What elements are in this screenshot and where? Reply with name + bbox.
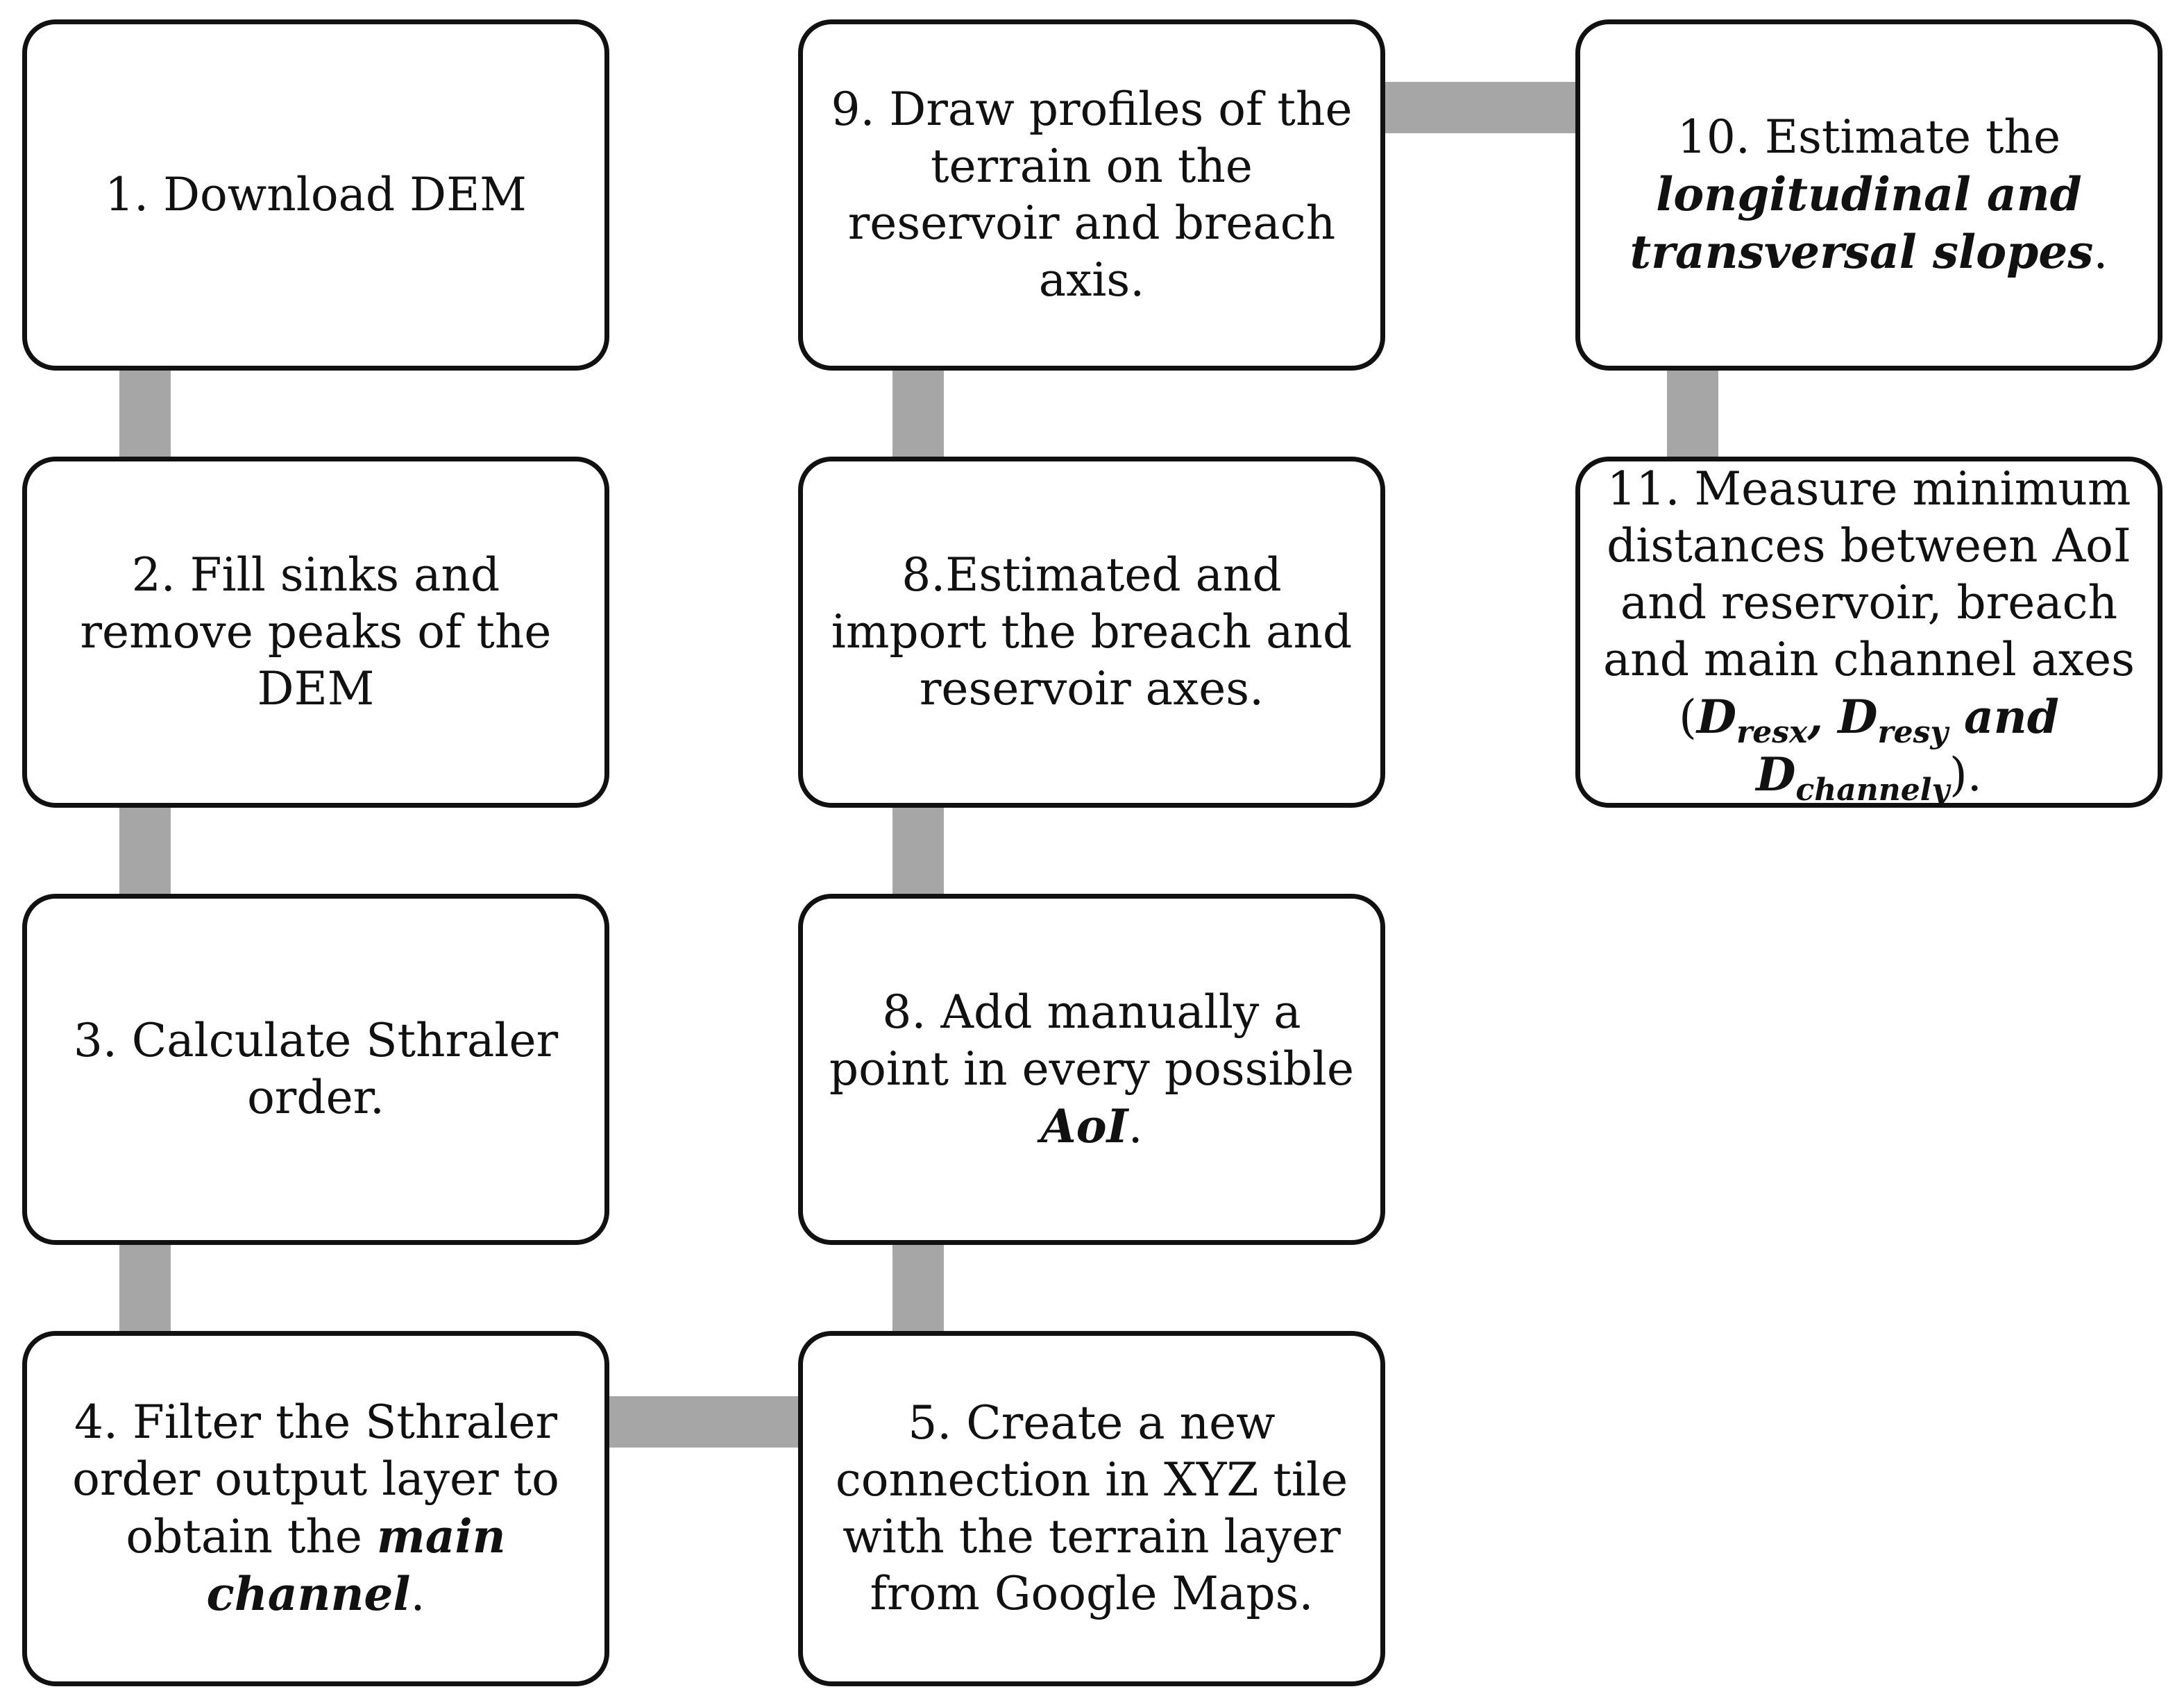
step-8b-text: 8.Estimated and import the breach and re… (831, 548, 1353, 715)
step-4-box: 4. Filter the Sthraler order output laye… (22, 1331, 609, 1686)
connector-10-11 (1667, 368, 1718, 459)
step-11-box: 11. Measure minimum distances between Ao… (1575, 457, 2162, 808)
connector-5-8a (892, 1242, 944, 1334)
step-11-var-d3-sub: channely (1795, 772, 1950, 808)
step-2-box: 2. Fill sinks and remove peaks of the DE… (22, 457, 609, 808)
connector-8b-9 (892, 368, 944, 459)
step-4-text-pre: 4. Filter the Sthraler order output laye… (72, 1396, 559, 1563)
step-8b-box: 8.Estimated and import the breach and re… (798, 457, 1385, 808)
step-5-box: 5. Create a new connection in XYZ tile w… (798, 1331, 1385, 1686)
step-8a-text-pre: 8. Add manually a point in every possibl… (829, 985, 1355, 1096)
step-11-text-pre: 11. Measure minimum distances between Ao… (1602, 462, 2135, 744)
step-10-emphasis: longitudinal and transversal slopes (1629, 167, 2094, 279)
step-8a-box: 8. Add manually a point in every possibl… (798, 894, 1385, 1245)
step-10-text: 10. Estimate the longitudinal and transv… (1600, 109, 2138, 281)
step-1-box: 1. Download DEM (22, 19, 609, 371)
step-1-text: 1. Download DEM (105, 168, 527, 221)
connector-1-2 (119, 368, 171, 459)
connector-9-10 (1381, 82, 1575, 133)
step-11-var-d2: D (1838, 690, 1878, 744)
step-11-var-d1-sub: resx (1736, 715, 1808, 751)
step-11-var-d3: D (1756, 747, 1796, 801)
step-8a-text: 8. Add manually a point in every possibl… (822, 984, 1361, 1155)
connector-3-4 (119, 1242, 171, 1334)
step-3-text: 3. Calculate Sthraler order. (73, 1014, 559, 1124)
step-11-text-post: ). (1949, 748, 1982, 801)
step-4-emphasis: main channel (206, 1509, 506, 1621)
step-3-box: 3. Calculate Sthraler order. (22, 894, 609, 1245)
step-11-text: 11. Measure minimum distances between Ao… (1600, 461, 2138, 806)
step-4-text-post: . (410, 1568, 425, 1621)
connector-8a-8b (892, 805, 944, 897)
step-5-text: 5. Create a new connection in XYZ tile w… (835, 1396, 1348, 1620)
step-9-box: 9. Draw profiles of the terrain on the r… (798, 19, 1385, 371)
step-11-var-d2-sub: resy (1877, 715, 1948, 751)
step-10-text-pre: 10. Estimate the (1677, 110, 2061, 164)
step-10-box: 10. Estimate the longitudinal and transv… (1575, 19, 2162, 371)
step-10-text-post: . (2093, 226, 2108, 279)
connector-4-5 (608, 1396, 802, 1448)
step-11-var-d1: D (1696, 690, 1737, 744)
step-9-text: 9. Draw profiles of the terrain on the r… (831, 83, 1353, 307)
step-8a-emphasis: AoI (1040, 1099, 1128, 1153)
step-11-sep2: and (1948, 690, 2059, 744)
step-11-sep1: , (1807, 690, 1824, 744)
step-2-text: 2. Fill sinks and remove peaks of the DE… (80, 548, 552, 715)
step-8a-text-post: . (1128, 1099, 1143, 1153)
step-4-text: 4. Filter the Sthraler order output laye… (46, 1394, 585, 1623)
connector-2-3 (119, 805, 171, 897)
